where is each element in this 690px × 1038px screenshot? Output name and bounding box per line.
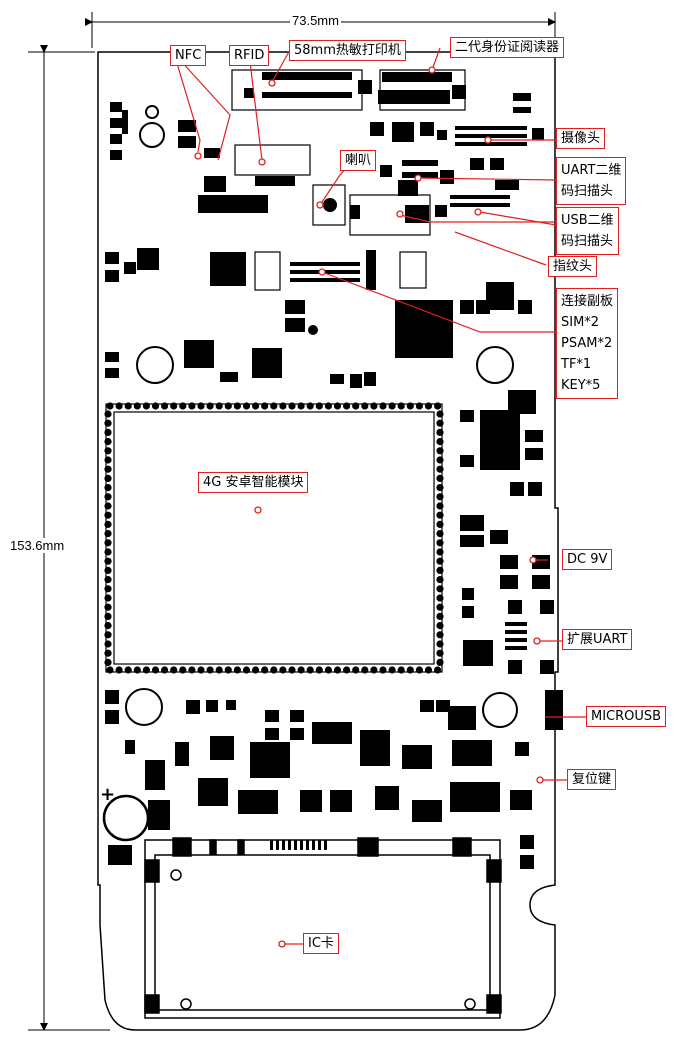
label-rfid: RFID [229, 45, 270, 66]
label-ext-uart: 扩展UART [562, 629, 633, 650]
callout-dots [194, 66, 544, 948]
label-module-4g: 4G 安卓智能模块 [198, 472, 309, 493]
label-nfc: NFC [170, 45, 207, 66]
mount-hole-right-mid [476, 346, 514, 384]
label-microusb: MICROUSB [586, 706, 667, 727]
ic-card-contacts [270, 840, 327, 850]
mount-hole-left-mid [136, 346, 174, 384]
label-ic-card: IC卡 [303, 933, 339, 954]
label-sub-board: 连接副板 SIM*2 PSAM*2 TF*1 KEY*5 [556, 288, 619, 399]
smd-components [105, 102, 563, 869]
board-outline [97, 51, 559, 1031]
label-dc: DC 9V [562, 549, 613, 570]
mount-hole-left-low [125, 688, 163, 726]
height-dimension-label: 153.6mm [8, 538, 67, 553]
width-dimension-label: 73.5mm [290, 13, 341, 28]
label-fingerprint: 指纹头 [548, 256, 598, 277]
label-usb-scanner: USB二维 码扫描头 [556, 207, 619, 255]
top-connectors [244, 72, 531, 113]
module-4g-outline [104, 402, 444, 674]
label-uart-scanner: UART二维 码扫描头 [556, 157, 627, 205]
mount-hole-right-low [482, 692, 518, 728]
label-printer: 58mm热敏打印机 [289, 40, 406, 61]
label-reset: 复位键 [567, 769, 617, 790]
label-speaker: 喇叭 [340, 150, 377, 171]
keyhole-slot [139, 105, 166, 148]
callout-lines [175, 47, 586, 945]
label-camera: 摄像头 [556, 128, 606, 149]
ic-card-slot [144, 837, 502, 1019]
svg-text:+: + [100, 784, 115, 805]
label-id-reader: 二代身份证阅读器 [450, 37, 565, 58]
